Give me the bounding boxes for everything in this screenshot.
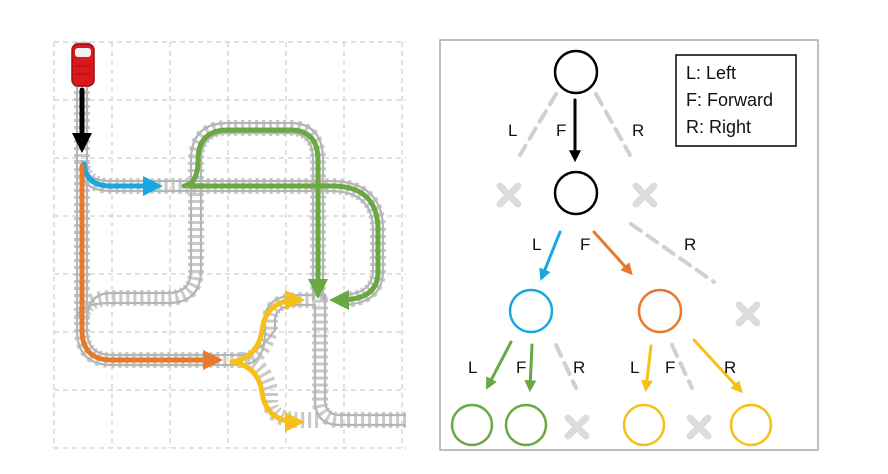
edge-blue-left (486, 340, 513, 390)
label-root-forward: F (556, 121, 566, 140)
edge-orange-forward (670, 343, 694, 390)
x-mark-icon (735, 301, 761, 327)
label-n1-right: R (684, 235, 696, 254)
x-mark-icon (686, 414, 712, 440)
label-orange-right: R (724, 358, 736, 377)
node-yellow-left (622, 403, 666, 447)
route-yellow-1 (229, 290, 305, 365)
label-orange-left: L (630, 358, 639, 377)
node-green-forward (504, 403, 548, 447)
legend-item-right: R: Right (686, 117, 751, 137)
grid (53, 41, 406, 449)
legend-item-left: L: Left (686, 63, 736, 83)
label-blue-forward: F (516, 358, 526, 377)
node-blue (508, 288, 554, 334)
node-root (553, 49, 599, 95)
edge-orange-right (692, 338, 743, 394)
decision-tree-panel: L: Left F: Forward R: Right L F (439, 39, 819, 451)
edge-n1-right (629, 222, 716, 284)
route-yellow-2 (229, 359, 305, 432)
route-blue (81, 161, 164, 196)
node-green-left (450, 403, 494, 447)
node-yellow-right (729, 403, 773, 447)
edge-blue-right (554, 343, 578, 390)
edge-n1-forward (592, 230, 633, 276)
x-mark-icon (632, 182, 658, 208)
node-level1 (553, 170, 599, 216)
tree-edges (486, 92, 743, 394)
label-blue-right: R (573, 358, 585, 377)
railway-panel (53, 41, 406, 449)
edge-orange-left (640, 344, 653, 393)
dead-ends (496, 182, 761, 440)
edge-blue-forward (524, 343, 537, 393)
legend-item-forward: F: Forward (686, 90, 773, 110)
edge-n1-left (539, 230, 562, 281)
x-mark-icon (496, 182, 522, 208)
label-n1-forward: F (580, 235, 590, 254)
train-icon (71, 43, 95, 87)
edge-root-right (594, 92, 632, 157)
route-green-2 (187, 183, 381, 310)
label-root-right: R (632, 121, 644, 140)
label-root-left: L (508, 121, 517, 140)
label-orange-forward: F (665, 358, 675, 377)
route-orange (79, 163, 224, 370)
edge-root-left (518, 92, 558, 157)
label-n1-left: L (532, 235, 541, 254)
route-arrows (72, 87, 381, 432)
legend: L: Left F: Forward R: Right (675, 54, 797, 147)
tree-nodes (450, 49, 773, 447)
route-green-1 (181, 127, 328, 300)
edge-labels: L F R L F R L F R L F R (468, 121, 736, 377)
legend-box (675, 54, 797, 147)
x-mark-icon (564, 414, 590, 440)
node-orange (637, 288, 683, 334)
label-blue-left: L (468, 358, 477, 377)
